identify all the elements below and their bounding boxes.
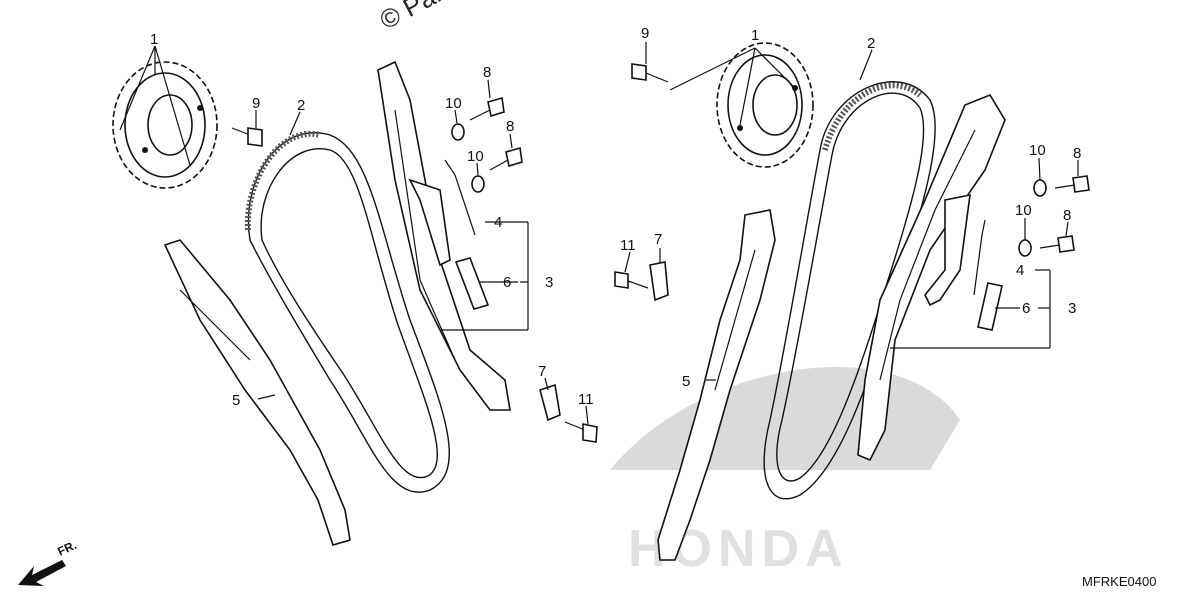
callout-right-8a: 8: [1073, 145, 1081, 162]
right-assembly: 1 2 3 4 5 6 7 8 8 9 10 10 11: [614, 25, 1090, 561]
cam-sprocket-right: [716, 42, 814, 168]
pin-right-6: [977, 282, 1003, 331]
leaders-right: [624, 42, 1079, 381]
callout-right-2: 2: [867, 35, 875, 52]
callout-right-3: 3: [1068, 300, 1076, 317]
callout-right-8b: 8: [1063, 207, 1071, 224]
callout-left-1: 1: [150, 31, 158, 48]
bracket-left-7: [539, 383, 561, 422]
cam-chain-left: [244, 130, 450, 493]
bolt-left-9: [231, 127, 263, 147]
callout-left-7: 7: [538, 363, 546, 380]
callout-left-5: 5: [232, 392, 240, 409]
front-direction-arrow: FR.: [18, 538, 79, 586]
bolt-right-8a: [1054, 175, 1090, 193]
washer-left-10a: [451, 123, 465, 141]
tensioner-lifter-left: [408, 159, 476, 267]
callout-right-6: 6: [1022, 300, 1030, 317]
callout-left-4: 4: [494, 214, 502, 231]
callout-left-8a: 8: [483, 64, 491, 81]
leaders-left: [119, 45, 589, 425]
cam-chain-guide-right: [657, 209, 776, 561]
tensioner-arm-left: [377, 60, 511, 411]
callout-left-9: 9: [252, 95, 260, 112]
callout-right-10a: 10: [1029, 142, 1046, 159]
callout-right-11: 11: [620, 237, 636, 254]
callout-right-10b: 10: [1015, 202, 1032, 219]
cam-chain-right: [763, 81, 936, 500]
cam-chain-guide-left: [163, 239, 351, 546]
bolt-left-8b: [489, 146, 523, 171]
bracket-right-7: [649, 261, 669, 302]
callout-right-4: 4: [1016, 262, 1024, 279]
bolt-right-8b: [1039, 235, 1075, 253]
cam-sprocket-left: [112, 61, 218, 189]
callout-left-3: 3: [545, 274, 553, 291]
front-direction-label: FR.: [55, 538, 78, 559]
tensioner-lifter-right: [924, 193, 986, 307]
left-assembly: 1 2 3 4 5 6 7 8 8 9 10 10 11: [112, 31, 598, 546]
callout-left-10b: 10: [467, 148, 484, 165]
washer-right-10a: [1033, 179, 1047, 197]
copyright-watermark: © Par: [375, 0, 448, 35]
bolt-left-8a: [469, 96, 505, 121]
callout-left-2: 2: [297, 97, 305, 114]
callout-left-11: 11: [578, 391, 594, 408]
callout-right-5: 5: [682, 373, 690, 390]
callout-left-10a: 10: [445, 95, 462, 112]
callout-right-7: 7: [654, 231, 662, 248]
callout-right-1: 1: [751, 27, 759, 44]
callout-left-6: 6: [503, 274, 511, 291]
tensioner-arm-right: [857, 94, 1006, 462]
pin-left-6: [454, 257, 490, 310]
washer-left-10b: [471, 175, 485, 193]
bolt-right-11: [614, 271, 649, 289]
callout-left-8b: 8: [506, 118, 514, 135]
diagram-code: MFRKE0400: [1082, 574, 1156, 589]
bolt-right-9: [631, 63, 669, 83]
bolt-left-11: [564, 421, 598, 443]
callout-right-9: 9: [641, 25, 649, 42]
washer-right-10b: [1018, 239, 1032, 257]
